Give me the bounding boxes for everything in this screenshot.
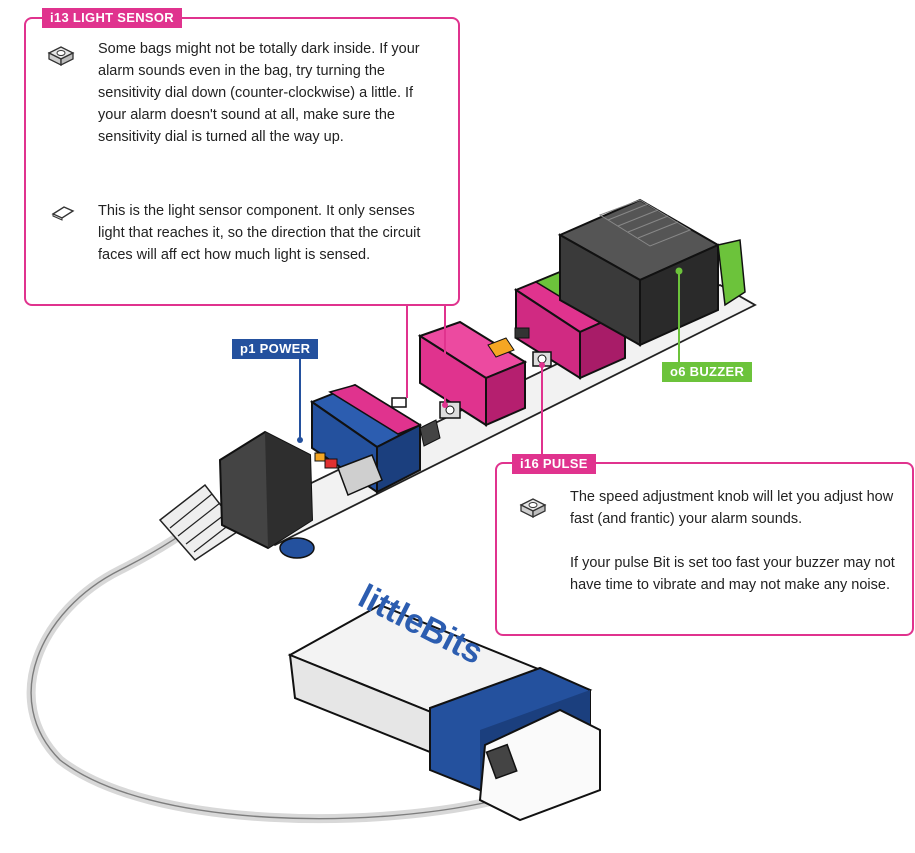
pulse-note-1: The speed adjustment knob will let you a… — [570, 486, 900, 530]
light-sensor-tag: i13 LIGHT SENSOR — [42, 8, 182, 28]
light-sensor-icon — [50, 204, 76, 222]
pulse-note-2: If your pulse Bit is set too fast your b… — [570, 552, 900, 596]
light-sensor-note-1: Some bags might not be totally dark insi… — [98, 38, 438, 148]
pulse-tag: i16 PULSE — [512, 454, 596, 474]
light-sensor-note-2: This is the light sensor component. It o… — [98, 200, 428, 266]
knob-icon — [518, 496, 548, 520]
knob-icon — [46, 44, 76, 68]
buzzer-tag: o6 BUZZER — [662, 362, 752, 382]
power-tag: p1 POWER — [232, 339, 318, 359]
